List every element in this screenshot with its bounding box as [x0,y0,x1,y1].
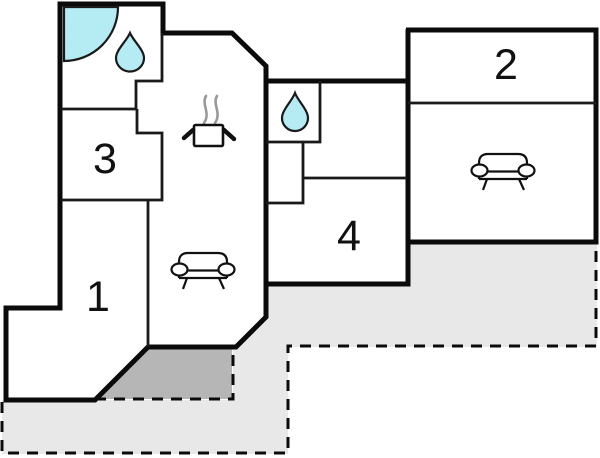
sofa-arm-left [470,163,489,178]
wall-room3 [61,109,164,202]
sofa-back [177,251,229,278]
sofa-legs [481,178,526,191]
sofa-icon [170,251,236,290]
wall-right-unit-outline [406,27,599,245]
terrace-outline-dashed [0,244,598,455]
sofa-icon [470,152,536,191]
shower-quarter-circle-icon [62,5,120,63]
terraces [2,241,597,454]
pot-body [192,123,225,148]
sofa-arm-left [170,262,189,277]
room-label-3: 3 [93,135,117,183]
water-drop-icon [280,89,310,133]
wall-closet [266,142,305,205]
room-label-4: 4 [337,212,361,260]
pot-handles [181,127,237,142]
room-label-2: 2 [494,41,518,89]
steam-lines [202,94,219,125]
room-labels: 1 2 3 4 [86,41,518,321]
sofa-legs [181,277,226,290]
water-drop-icon [114,30,146,73]
sofa-arm-right [517,163,536,178]
wall-wc [266,81,322,144]
interior-walls [61,33,596,347]
terrace-light-area [2,241,597,454]
sofa-back [477,152,529,179]
sofa-arm-right [217,262,236,277]
terrace-dashed-borders [0,244,598,455]
terrace-dark-area [96,348,232,399]
room-label-1: 1 [86,273,110,321]
stove-pot-steam-icon [181,94,237,148]
wall-bathroom-notch [61,33,164,111]
wall-middle-unit [266,29,411,287]
terrace-dark-outline-dashed [95,348,235,401]
